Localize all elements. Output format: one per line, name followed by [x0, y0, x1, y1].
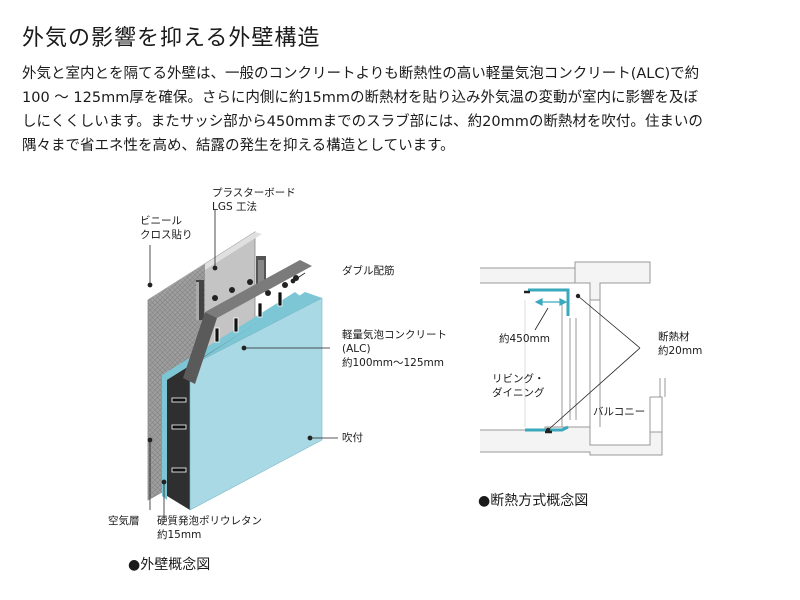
description-line: 隅々まで省エネ性を高め、結露の発生を抑える構造としています。 — [22, 138, 455, 154]
label-spray: 吹付 — [342, 432, 363, 444]
alc-panel-face — [189, 297, 323, 511]
label-double-rebar: ダブル配筋 — [342, 265, 395, 277]
label-line: 約100mm〜125mm — [342, 357, 444, 369]
concrete-core-top — [205, 260, 312, 318]
description-line: 100 〜 125mm厚を確保。さらに内側に約15mmの断熱材を貼り込み外気温の… — [22, 90, 699, 106]
label-line: 硬質発泡ポリウレタン — [157, 515, 262, 527]
label-plaster-board: プラスターボード LGS 工法 — [212, 186, 296, 214]
label-line: リビング・ — [492, 373, 545, 385]
label-450mm: 約450mm — [499, 333, 550, 345]
label-alc: 軽量気泡コンクリート (ALC) 約100mm〜125mm — [342, 328, 447, 370]
alc-block-front — [167, 366, 190, 510]
wall-concept-diagram — [147, 231, 323, 511]
label-line: 約20mm — [658, 345, 703, 357]
insulation-leader-lines — [534, 293, 641, 433]
label-urethane: 硬質発泡ポリウレタン 約15mm — [157, 514, 262, 542]
wall-diagram-caption: ●外壁概念図 — [128, 557, 211, 573]
lgs-stud — [196, 282, 199, 320]
label-line: (ALC) — [342, 343, 371, 355]
description-line: 外気と室内とを隔てる外壁は、一般のコンクリートよりも断熱性の高い軽量気泡コンクリ… — [22, 66, 700, 82]
insulation-diagram-caption: ●断熱方式概念図 — [478, 493, 589, 509]
dimension-450mm — [534, 298, 568, 306]
spray-insulation — [525, 288, 570, 432]
label-line: 約15mm — [157, 529, 202, 541]
label-air-layer: 空気層 — [108, 515, 140, 527]
label-line: クロス貼り — [140, 229, 193, 241]
label-line: 軽量気泡コンクリート — [342, 329, 447, 341]
wall-leader-lines — [147, 210, 338, 518]
page-title: 外気の影響を抑える外壁構造 — [22, 26, 321, 51]
label-line: ダイニング — [492, 387, 545, 399]
insulation-concept-diagram — [480, 261, 666, 456]
label-living-dining: リビング・ ダイニング — [492, 372, 545, 400]
label-insulation: 断熱材 約20mm — [658, 330, 702, 358]
label-line: LGS 工法 — [212, 201, 257, 213]
description: 外気と室内とを隔てる外壁は、一般のコンクリートよりも断熱性の高い軽量気泡コンクリ… — [22, 62, 782, 158]
description-line: しにくくしいます。またサッシ部から450mmまでのスラブ部には、約20mmの断熱… — [22, 114, 703, 130]
label-vinyl-cloth: ビニール クロス貼り — [140, 214, 193, 242]
lgs-stud — [196, 280, 204, 320]
label-line: ビニール — [140, 215, 182, 227]
label-line: プラスターボード — [212, 187, 296, 199]
label-balcony: バルコニー — [593, 406, 646, 418]
label-line: 断熱材 — [658, 331, 690, 343]
insulation-dark-edges — [524, 290, 552, 434]
